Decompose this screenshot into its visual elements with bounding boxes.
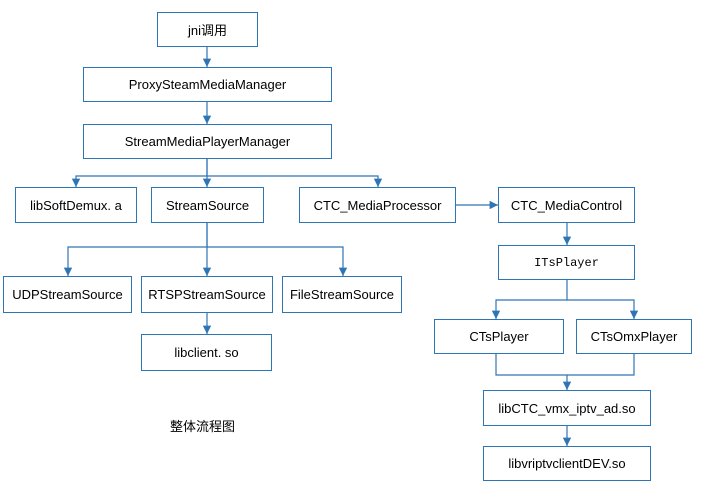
node-ctsplayer: CTsPlayer bbox=[434, 319, 564, 354]
edge-playermgr-ctcprocessor bbox=[207, 175, 383, 187]
node-libvriptvclient: libvriptvclientDEV.so bbox=[483, 446, 651, 481]
node-stream-media-player-manager: StreamMediaPlayerManager bbox=[83, 124, 332, 159]
node-ctsomxplayer: CTsOmxPlayer bbox=[576, 319, 692, 354]
node-proxy-steam-media-manager: ProxySteamMediaManager bbox=[83, 67, 332, 102]
node-ctc-media-processor: CTC_MediaProcessor bbox=[299, 187, 456, 223]
edge-ctsomx-libctc bbox=[567, 353, 635, 376]
edge-playermgr-libsoftdemux bbox=[71, 159, 208, 187]
node-libclient: libclient. so bbox=[141, 334, 272, 371]
node-udp-stream-source: UDPStreamSource bbox=[3, 276, 132, 313]
node-ctc-media-control: CTC_MediaControl bbox=[498, 187, 635, 223]
node-rtsp-stream-source: RTSPStreamSource bbox=[141, 276, 273, 313]
node-libsoftdemux: libSoftDemux. a bbox=[15, 187, 137, 223]
node-itsplayer: ITsPlayer bbox=[498, 245, 635, 280]
edge-streamsource-file bbox=[207, 246, 348, 276]
edge-itsplayer-ctsplayer bbox=[491, 280, 568, 319]
diagram-caption: 整体流程图 bbox=[170, 420, 236, 435]
node-stream-source: StreamSource bbox=[151, 187, 264, 223]
node-libctc-vmx: libCTC_vmx_iptv_ad.so bbox=[483, 390, 651, 426]
node-jni: jni调用 bbox=[157, 12, 258, 47]
edge-ctsplayer-libctc bbox=[495, 353, 572, 390]
node-file-stream-source: FileStreamSource bbox=[282, 276, 402, 313]
edge-itsplayer-ctsomx bbox=[567, 299, 639, 319]
edge-streamsource-udp bbox=[63, 223, 208, 276]
